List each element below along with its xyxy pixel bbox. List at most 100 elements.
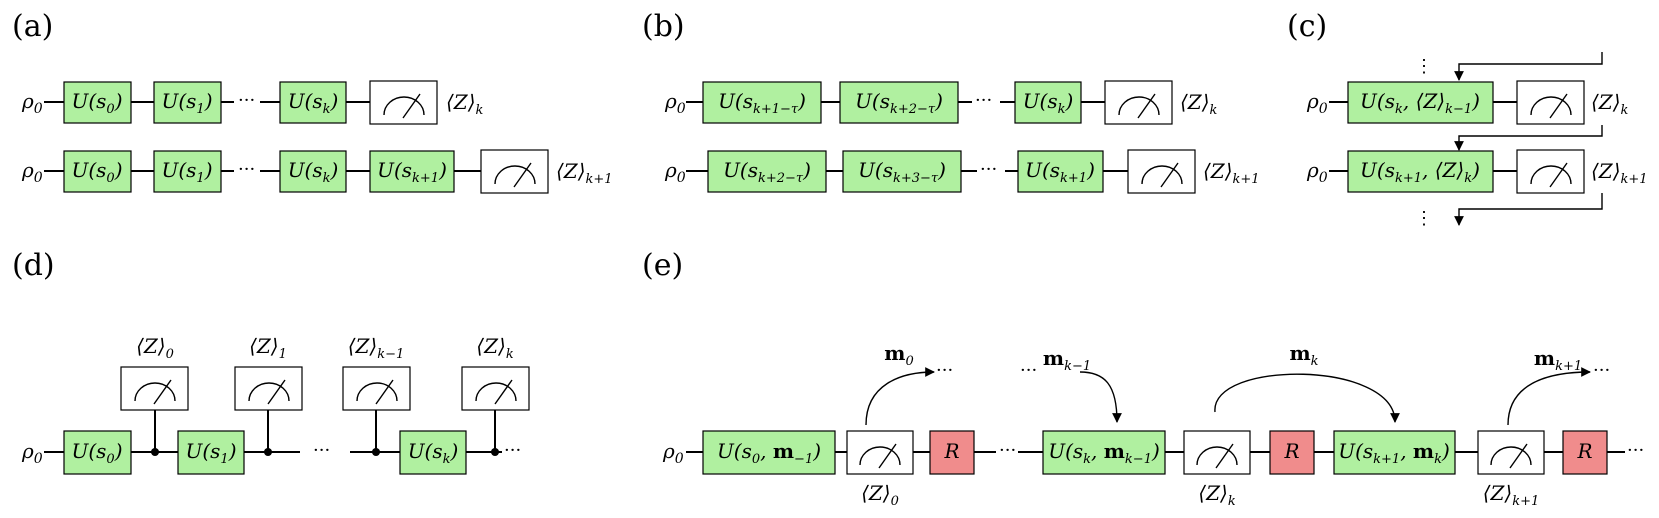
gate-u-s1: U(s1) [177, 430, 245, 475]
svg-text:R: R [1283, 439, 1299, 463]
rho-label: ρ0 [1306, 89, 1328, 117]
gate-u-s0-m-1: U(s0, m−1) [702, 430, 836, 475]
expectation-z-k1: ⟨Z⟩k+1 [1203, 159, 1260, 187]
svg-text:R: R [1576, 439, 1592, 463]
control-dot [372, 448, 380, 456]
ellipsis: ··· [504, 440, 521, 461]
vertical-ellipsis: ⋮ [1415, 208, 1433, 229]
measurement-meter [1477, 430, 1545, 475]
svg-text:U(sk+2−τ): U(sk+2−τ) [855, 89, 943, 117]
svg-text:U(sk): U(sk) [1023, 89, 1074, 117]
measurement-meter [461, 366, 530, 411]
control-dot [264, 448, 272, 456]
svg-text:U(sk+2−τ): U(sk+2−τ) [723, 158, 811, 186]
gate-u-sk1: U(sk+1) [1017, 150, 1104, 193]
vertical-ellipsis: ⋮ [1415, 56, 1433, 77]
gate-u-s0: U(s0) [63, 81, 132, 124]
gate-u-sk1-zk: U(sk+1, ⟨Z⟩k) [1347, 150, 1494, 193]
memory-m0: m0 [884, 341, 913, 369]
gate-u-sk1-tau: U(sk+1−τ) [702, 81, 822, 124]
panel-d-label: (d) [12, 248, 55, 283]
measurement-meter [846, 430, 914, 475]
expectation-z-k1: ⟨Z⟩k+1 [556, 159, 613, 187]
memory-arrow [1507, 367, 1591, 426]
gate-u-s1: U(s1) [153, 81, 222, 124]
gate-u-sk-mk-1: U(sk, mk−1) [1042, 430, 1166, 475]
reset-gate: R [1269, 430, 1315, 475]
svg-text:U(sk): U(sk) [288, 158, 339, 186]
ellipsis: ··· [313, 440, 330, 461]
control-dot [151, 448, 159, 456]
gate-u-sk2-tau: U(sk+2−τ) [707, 150, 827, 193]
svg-text:U(sk): U(sk) [408, 439, 459, 467]
gate-u-sk1-mk: U(sk+1, mk) [1333, 430, 1456, 475]
memory-arrow [865, 367, 935, 426]
gate-u-sk3-tau: U(sk+3−τ) [842, 150, 962, 193]
panel-a-label: (a) [12, 9, 53, 44]
measurement-meter [342, 366, 411, 411]
expectation-z-k1: ⟨Z⟩k+1 [1591, 159, 1648, 187]
svg-text:U(sk+3−τ): U(sk+3−τ) [858, 158, 946, 186]
reset-gate: R [929, 430, 975, 475]
ellipsis: ··· [238, 159, 255, 180]
rho-label: ρ0 [664, 89, 686, 117]
expectation-z-k: ⟨Z⟩k [1591, 90, 1629, 118]
svg-text:U(s0): U(s0) [71, 439, 122, 467]
panel-b-label: (b) [642, 9, 685, 44]
memory-mk: mk [1289, 341, 1318, 369]
memory-arrow [1214, 373, 1400, 423]
ellipsis: ··· [1020, 360, 1037, 381]
panel-c: (c) ⋮ ⋮ ρ0 U(sk, ⟨Z⟩k−1) ⟨Z⟩k ρ0 U(sk+1,… [1287, 9, 1648, 229]
expectation-z-k: ⟨Z⟩k [1180, 90, 1218, 118]
svg-text:U(s1): U(s1) [161, 89, 212, 117]
gate-u-sk: U(sk) [279, 150, 347, 193]
svg-text:U(s0): U(s0) [71, 89, 122, 117]
svg-text:U(sk+1, mk): U(sk+1, mk) [1338, 439, 1450, 467]
svg-text:U(sk+1−τ): U(sk+1−τ) [718, 89, 806, 117]
ellipsis: ··· [1627, 440, 1644, 461]
svg-text:U(sk+1): U(sk+1) [377, 158, 447, 186]
measurement-meter [1127, 149, 1196, 194]
expectation-z-0: ⟨Z⟩0 [136, 334, 174, 362]
gate-u-sk: U(sk) [1014, 81, 1082, 124]
svg-text:U(sk): U(sk) [288, 89, 339, 117]
measurement-meter [1516, 149, 1585, 194]
expectation-z-k: ⟨Z⟩k [446, 90, 484, 118]
panel-c-label: (c) [1287, 9, 1327, 44]
measurement-meter [234, 366, 303, 411]
svg-text:U(s0, m−1): U(s0, m−1) [717, 439, 821, 467]
svg-text:U(sk, mk−1): U(sk, mk−1) [1048, 439, 1160, 467]
rho-label: ρ0 [1306, 158, 1328, 186]
panel-d: (d) ρ0 ··· ··· U(s0) U(s1) U(sk) [12, 248, 530, 475]
rho-label: ρ0 [21, 89, 43, 117]
rho-label: ρ0 [21, 158, 43, 186]
memory-mk1: mk+1 [1534, 346, 1582, 374]
rho-label: ρ0 [662, 439, 684, 467]
gate-u-sk: U(sk) [399, 430, 467, 475]
svg-text:U(s0): U(s0) [71, 158, 122, 186]
svg-text:U(sk+1): U(sk+1) [1025, 158, 1095, 186]
svg-text:U(s1): U(s1) [185, 439, 236, 467]
control-dot [491, 448, 499, 456]
svg-text:U(s1): U(s1) [161, 158, 212, 186]
ellipsis: ··· [1593, 360, 1610, 381]
rho-label: ρ0 [664, 158, 686, 186]
measurement-meter [369, 80, 438, 125]
ellipsis: ··· [980, 159, 997, 180]
measurement-meter [1104, 80, 1173, 125]
gate-u-s0: U(s0) [63, 150, 132, 193]
expectation-z-k: ⟨Z⟩k [1198, 481, 1236, 509]
gate-u-sk2-tau: U(sk+2−τ) [839, 81, 959, 124]
ellipsis: ··· [936, 360, 953, 381]
ellipsis: ··· [238, 90, 255, 111]
svg-text:U(sk, ⟨Z⟩k−1): U(sk, ⟨Z⟩k−1) [1360, 89, 1480, 117]
measurement-meter [120, 366, 189, 411]
memory-arrow [1079, 371, 1122, 423]
panel-e-label: (e) [642, 248, 683, 283]
expectation-z-k1: ⟨Z⟩k+1 [1483, 481, 1540, 509]
measurement-meter [1183, 430, 1251, 475]
memory-mk-1: mk−1 [1043, 346, 1091, 374]
gate-u-sk1: U(sk+1) [369, 150, 455, 193]
gate-u-s1: U(s1) [153, 150, 222, 193]
